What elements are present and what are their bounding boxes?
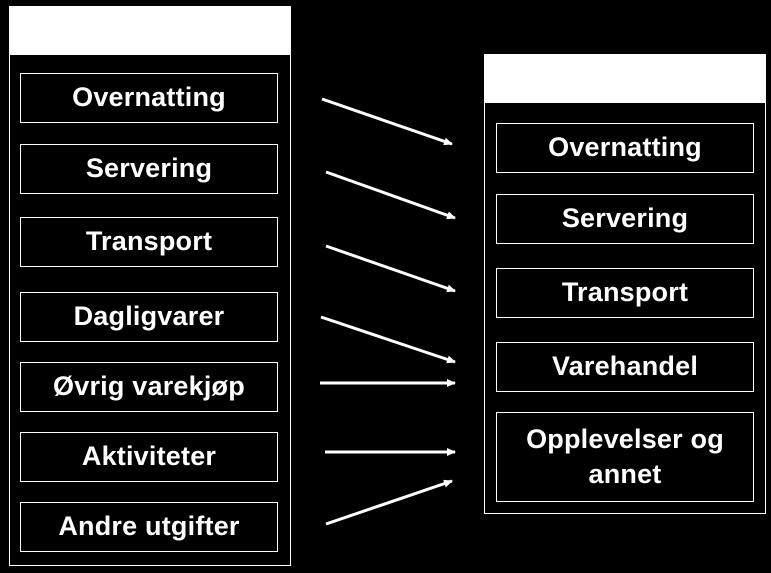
left-panel-header bbox=[10, 7, 290, 55]
arrow-transport-to-transport bbox=[325, 244, 456, 293]
right-item-opplevelser-og-annet: Opplevelser og annet bbox=[496, 412, 754, 502]
arrow-overnatting-to-overnatting bbox=[321, 97, 453, 146]
left-item-transport: Transport bbox=[20, 217, 278, 267]
right-panel bbox=[484, 54, 766, 514]
left-item-overnatting: Overnatting bbox=[20, 73, 278, 123]
right-item-overnatting: Overnatting bbox=[496, 123, 754, 173]
arrow-andre-utgifter-to-opplevelser bbox=[325, 479, 453, 526]
left-item-andre-utgifter: Andre utgifter bbox=[20, 502, 278, 552]
right-panel-header bbox=[485, 55, 765, 103]
left-item-aktiviteter: Aktiviteter bbox=[20, 432, 278, 482]
arrow-dagligvarer-to-varehandel bbox=[320, 315, 456, 364]
left-item-servering: Servering bbox=[20, 144, 278, 194]
right-item-varehandel: Varehandel bbox=[496, 342, 754, 392]
arrow-servering-to-servering bbox=[325, 170, 456, 220]
right-item-servering: Servering bbox=[496, 194, 754, 244]
left-panel bbox=[9, 6, 291, 566]
left-item-dagligvarer: Dagligvarer bbox=[20, 292, 278, 342]
left-item-ovrig-varekjop: Øvrig varekjøp bbox=[20, 362, 278, 412]
right-item-transport: Transport bbox=[496, 268, 754, 318]
